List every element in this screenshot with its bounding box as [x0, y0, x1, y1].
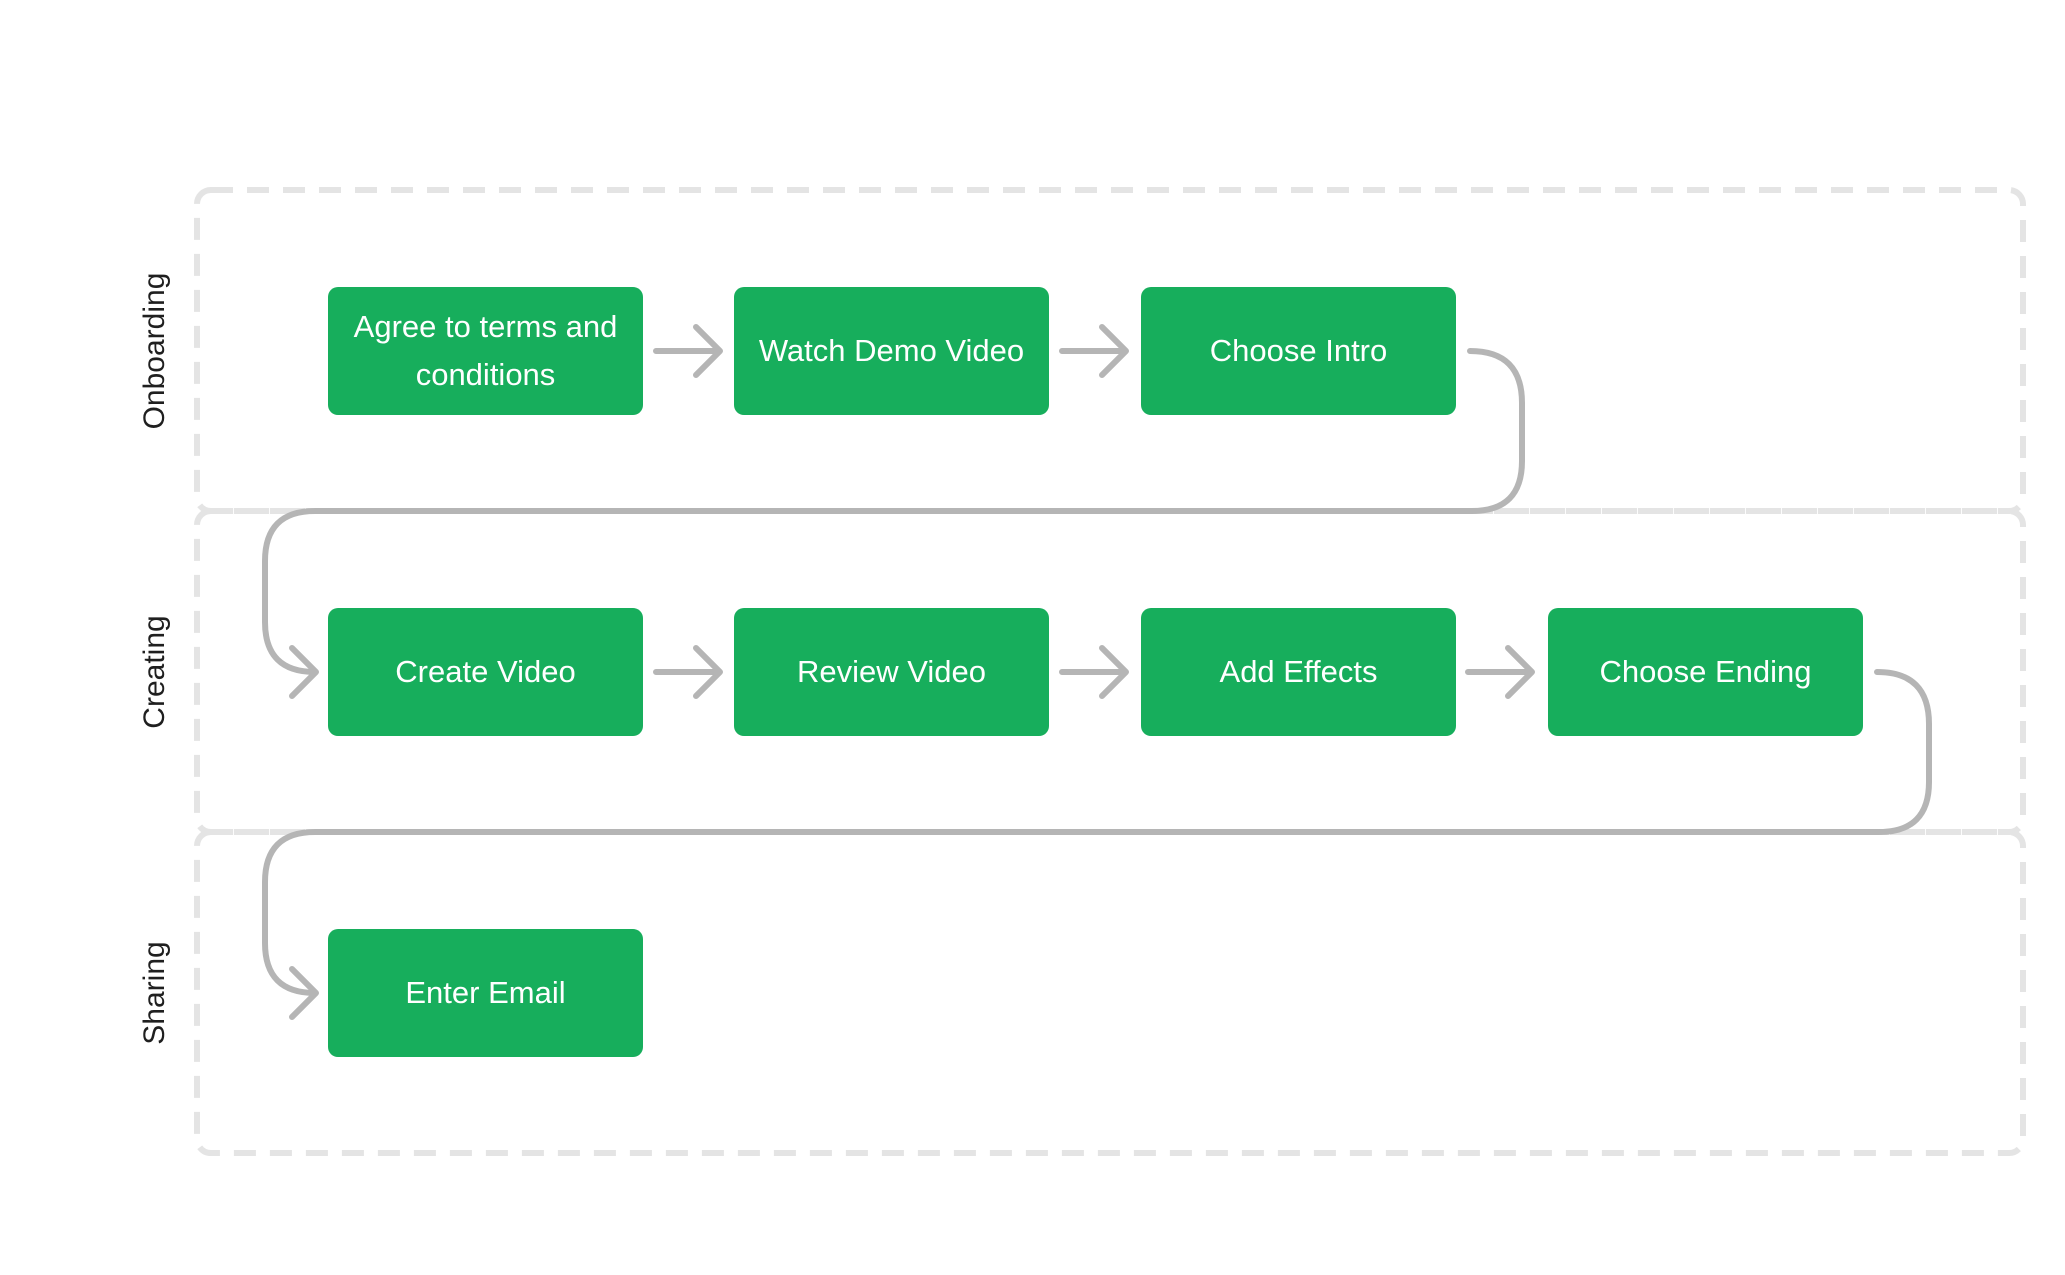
lane-label-onboarding: Onboarding: [138, 272, 171, 430]
step-watch-demo-video: Watch Demo Video: [734, 287, 1049, 415]
connector-arrow: [653, 324, 723, 378]
step-agree-terms: Agree to terms and conditions: [328, 287, 643, 415]
lane-sharing-border: [194, 829, 2026, 1156]
connector-wrap: [262, 348, 1525, 675]
connector-arrowhead: [289, 966, 319, 1020]
connector-arrow: [1465, 645, 1535, 699]
connector-arrow: [1059, 324, 1129, 378]
connectors: [262, 324, 1932, 1020]
lane-label-creating: Creating: [138, 615, 171, 729]
step-choose-ending: Choose Ending: [1548, 608, 1863, 736]
connector-arrow: [653, 645, 723, 699]
step-add-effects: Add Effects: [1141, 608, 1456, 736]
connector-arrowhead: [289, 645, 319, 699]
step-review-video: Review Video: [734, 608, 1049, 736]
connector-wrap: [262, 669, 1932, 996]
step-enter-email: Enter Email: [328, 929, 643, 1057]
step-create-video: Create Video: [328, 608, 643, 736]
connector-arrow: [1059, 645, 1129, 699]
step-choose-intro: Choose Intro: [1141, 287, 1456, 415]
lane-label-sharing: Sharing: [138, 941, 171, 1045]
